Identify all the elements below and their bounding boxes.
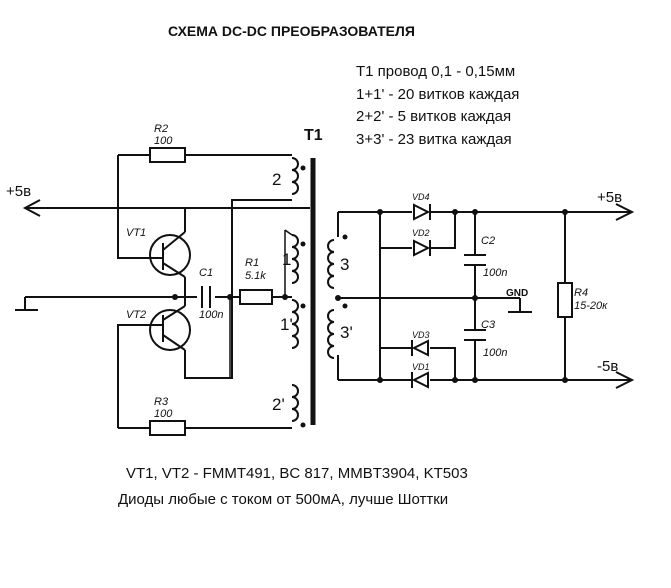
note-wire: Т1 провод 0,1 - 0,15мм <box>356 63 515 80</box>
diode-bridge-wiring <box>379 212 456 380</box>
input-arrow-icon <box>22 199 41 217</box>
transformer-label: T1 <box>304 127 323 144</box>
schematic-title: СХЕМА DC-DC ПРЕОБРАЗОВАТЕЛЯ <box>168 23 415 39</box>
junction <box>377 377 383 383</box>
winding-2-dot <box>300 165 306 171</box>
output-minus-arrow-icon <box>615 371 635 389</box>
footer-transistors: VT1, VT2 - FMMT491, BC 817, MMBT3904, KT… <box>126 465 468 482</box>
r3-name: R3 <box>154 396 169 408</box>
junction <box>335 295 341 301</box>
junction <box>472 209 478 215</box>
vd2-label: VD2 <box>412 228 430 238</box>
output-plus-label: +5в <box>597 189 622 206</box>
note-winding-3: 3+3' - 23 витка каждая <box>356 131 512 148</box>
winding-2p-dot <box>300 422 306 428</box>
r1-resistor <box>239 289 273 305</box>
c1-name: C1 <box>199 267 213 279</box>
winding-3p-label: 3' <box>340 323 353 342</box>
r1-value: 5.1k <box>245 270 266 282</box>
winding-3p-coil <box>327 309 335 359</box>
feedback-wiring <box>229 229 293 378</box>
mid-bus-wiring <box>24 296 292 310</box>
c1-value: 100n <box>199 309 223 321</box>
junction <box>172 294 178 300</box>
c2-name: C2 <box>481 235 495 247</box>
winding-2p-coil <box>291 384 299 422</box>
vd4-diode <box>413 203 431 221</box>
output-plus-arrow-icon <box>615 203 635 221</box>
vd2-diode <box>413 239 431 257</box>
winding-1-label: 1 <box>282 250 291 269</box>
junction <box>452 209 458 215</box>
vt1-label: VT1 <box>126 227 146 239</box>
r2-name: R2 <box>154 123 168 135</box>
winding-3-coil <box>327 239 335 289</box>
winding-2-coil <box>291 157 299 195</box>
r3-wiring <box>117 324 292 429</box>
winding-1p-label: 1' <box>280 315 293 334</box>
footer-diodes: Диоды любые с током от 500мА, лучше Шотт… <box>118 491 448 508</box>
vt2-transistor <box>149 309 191 351</box>
winding-2-label: 2 <box>272 170 281 189</box>
transistor-wiring <box>184 199 292 379</box>
c2-value: 100n <box>483 267 507 279</box>
junction <box>377 209 383 215</box>
vt1-symbol <box>150 231 186 278</box>
vd3-diode <box>411 339 429 357</box>
junction <box>472 295 478 301</box>
input-plus-label: +5в <box>6 183 31 200</box>
winding-3-label: 3 <box>340 255 349 274</box>
c3-name: C3 <box>481 319 496 331</box>
winding-3p-dot <box>342 303 348 309</box>
junction <box>472 377 478 383</box>
r2-resistor <box>149 147 186 163</box>
vt2-symbol <box>150 305 186 351</box>
r4-value: 15-20к <box>574 300 608 312</box>
winding-1-coil <box>291 234 299 284</box>
r3-resistor <box>149 420 186 436</box>
vd3-label: VD3 <box>412 330 430 340</box>
r2-wiring <box>117 154 292 259</box>
r2-value: 100 <box>154 135 173 147</box>
secondary-wiring <box>337 211 565 381</box>
note-winding-2: 2+2' - 5 витков каждая <box>356 108 511 125</box>
c3-value: 100n <box>483 347 507 359</box>
r4-name: R4 <box>574 287 588 299</box>
vd4-label: VD4 <box>412 192 430 202</box>
winding-1p-dot <box>300 303 306 309</box>
output-minus-label: -5в <box>597 358 618 375</box>
winding-3-dot <box>342 234 348 240</box>
vt2-label: VT2 <box>126 309 146 321</box>
r1-name: R1 <box>245 257 259 269</box>
winding-1p-coil <box>291 299 299 349</box>
vd1-label: VD1 <box>412 362 430 372</box>
r3-value: 100 <box>154 408 173 420</box>
r4-resistor <box>557 282 573 318</box>
note-winding-1: 1+1' - 20 витков каждая <box>356 86 519 103</box>
gnd-label: GND <box>506 288 528 299</box>
winding-1-dot <box>300 241 306 247</box>
vt1-transistor <box>149 234 191 276</box>
vd1-diode <box>411 371 429 389</box>
winding-2p-label: 2' <box>272 395 285 414</box>
junction <box>452 377 458 383</box>
